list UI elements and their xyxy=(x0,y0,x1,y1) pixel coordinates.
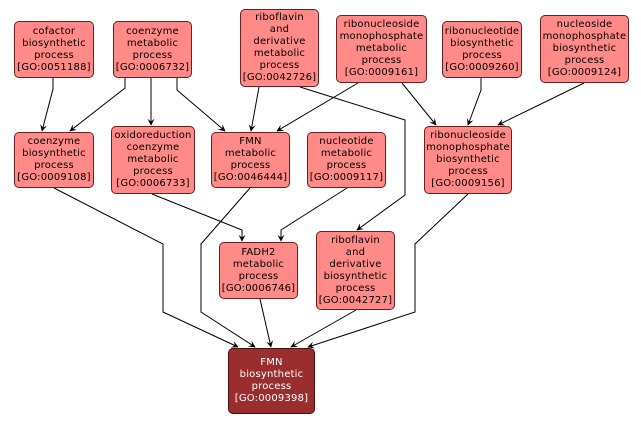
go-term-id: [GO:0046444] xyxy=(213,172,288,183)
edge-GO0006732-to-GO0046444 xyxy=(176,78,226,132)
go-term-id: [GO:0009108] xyxy=(17,172,91,183)
go-term-label-line: biosynthetic xyxy=(239,369,304,380)
go-term-label-line: coenzyme xyxy=(27,136,81,147)
edge-GO0009156-to-GO0009398 xyxy=(307,193,469,349)
go-term-id: [GO:0009260] xyxy=(445,61,519,73)
go-term-label-line: riboflavin xyxy=(255,12,304,23)
edge-GO0006732-to-GO0009108 xyxy=(69,78,126,132)
go-term-label-line: oxidoreduction xyxy=(114,130,192,141)
go-term-label-line: metabolic xyxy=(126,37,179,49)
go-term-id: [GO:0006733] xyxy=(116,178,190,189)
go-term-id: [GO:0042726] xyxy=(242,72,317,83)
go-term-label-line: biosynthetic xyxy=(552,43,617,54)
go-term-label-line: process xyxy=(335,282,376,294)
go-term-label-line: process xyxy=(251,381,292,392)
go-term-label-line: process xyxy=(564,55,605,66)
go-term-label-line: coenzyme xyxy=(126,25,179,37)
go-term-label-line: derivative xyxy=(253,36,306,47)
go-term-label-line: biosynthetic xyxy=(323,270,388,282)
go-term-label-line: process xyxy=(230,160,271,171)
go-term-label-line: and xyxy=(269,24,290,35)
go-term-label-line: metabolic xyxy=(320,148,373,159)
edge-GO0042727-to-GO0009398 xyxy=(290,309,357,348)
go-term-label-line: metabolic xyxy=(253,48,306,59)
go-term-label-line: FADH2 xyxy=(241,246,276,258)
go-term-label-line: FMN xyxy=(260,357,283,368)
go-term-label-line: FMN xyxy=(239,136,262,147)
go-term-label-line: biosynthetic xyxy=(436,154,500,165)
go-term-label-line: and xyxy=(345,246,366,258)
go-term-label-line: biosynthetic xyxy=(22,148,86,159)
go-term-label-line: coenzyme xyxy=(126,142,180,153)
go-term-id: [GO:0051188] xyxy=(17,61,91,73)
go-term-id: [GO:0009117] xyxy=(309,172,384,183)
go-term-label-line: ribonucleoside xyxy=(430,130,506,141)
edge-GO0009260-to-GO0009156 xyxy=(466,78,482,126)
go-term-label-line: metabolic xyxy=(355,43,408,54)
go-term-label-line: process xyxy=(238,270,279,282)
edge-GO0051188-to-GO0009108 xyxy=(40,78,54,132)
go-term-id: [GO:0006746] xyxy=(221,282,296,294)
edge-GO0042726-to-GO0042727 xyxy=(299,86,406,231)
go-term-label-line: process xyxy=(462,49,502,61)
edge-GO0006733-to-GO0006746 xyxy=(151,193,246,242)
go-term-label-line: ribonucleotide xyxy=(444,25,520,37)
go-term-id: [GO:0042727] xyxy=(318,294,393,306)
go-term-label-line: biosynthetic xyxy=(22,37,86,49)
edge-GO0009124-to-GO0009156 xyxy=(497,82,585,126)
go-term-label-line: nucleoside xyxy=(556,19,613,30)
go-term-label-line: process xyxy=(259,60,300,71)
go-term-id: [GO:0009398] xyxy=(234,393,309,404)
go-term-label-line: monophosphate xyxy=(542,31,627,42)
go-term-label-line: metabolic xyxy=(127,154,179,165)
edge-GO0009108-to-GO0009398 xyxy=(53,187,239,348)
go-term-label-line: process xyxy=(132,49,173,61)
edge-GO0046444-to-GO0009398 xyxy=(200,187,256,348)
go-term-label-line: biosynthetic xyxy=(450,37,514,49)
go-term-id: [GO:0009161] xyxy=(344,67,419,78)
go-term-id: [GO:0009124] xyxy=(547,67,622,78)
go-term-label-line: metabolic xyxy=(224,148,277,159)
edge-GO0009161-to-GO0046444 xyxy=(276,82,359,132)
go-term-label-line: metabolic xyxy=(232,258,285,270)
edge-GO0009161-to-GO0009156 xyxy=(401,82,437,126)
go-term-id: [GO:0009156] xyxy=(431,178,505,189)
go-term-label-line: process xyxy=(133,166,173,177)
edge-GO0009117-to-GO0006746 xyxy=(277,187,348,242)
go-term-label-line: derivative xyxy=(329,258,382,270)
go-term-label-line: cofactor xyxy=(32,25,76,37)
go-term-label-line: ribonucleoside xyxy=(343,19,420,30)
go-term-label-line: process xyxy=(326,160,367,171)
go-term-label-line: monophosphate xyxy=(339,31,424,42)
go-term-label-line: process xyxy=(34,160,74,171)
go-term-label-line: monophosphate xyxy=(426,142,510,153)
go-term-label-line: process xyxy=(361,55,402,66)
go-term-id: [GO:0006732] xyxy=(115,61,190,73)
go-term-label-line: riboflavin xyxy=(331,234,380,246)
go-term-label-line: process xyxy=(448,166,488,177)
go-term-label-line: nucleotide xyxy=(319,136,374,147)
go-term-label-line: process xyxy=(34,49,74,61)
edge-GO0042726-to-GO0046444 xyxy=(248,86,260,132)
edge-GO0006746-to-GO0009398 xyxy=(259,298,274,348)
